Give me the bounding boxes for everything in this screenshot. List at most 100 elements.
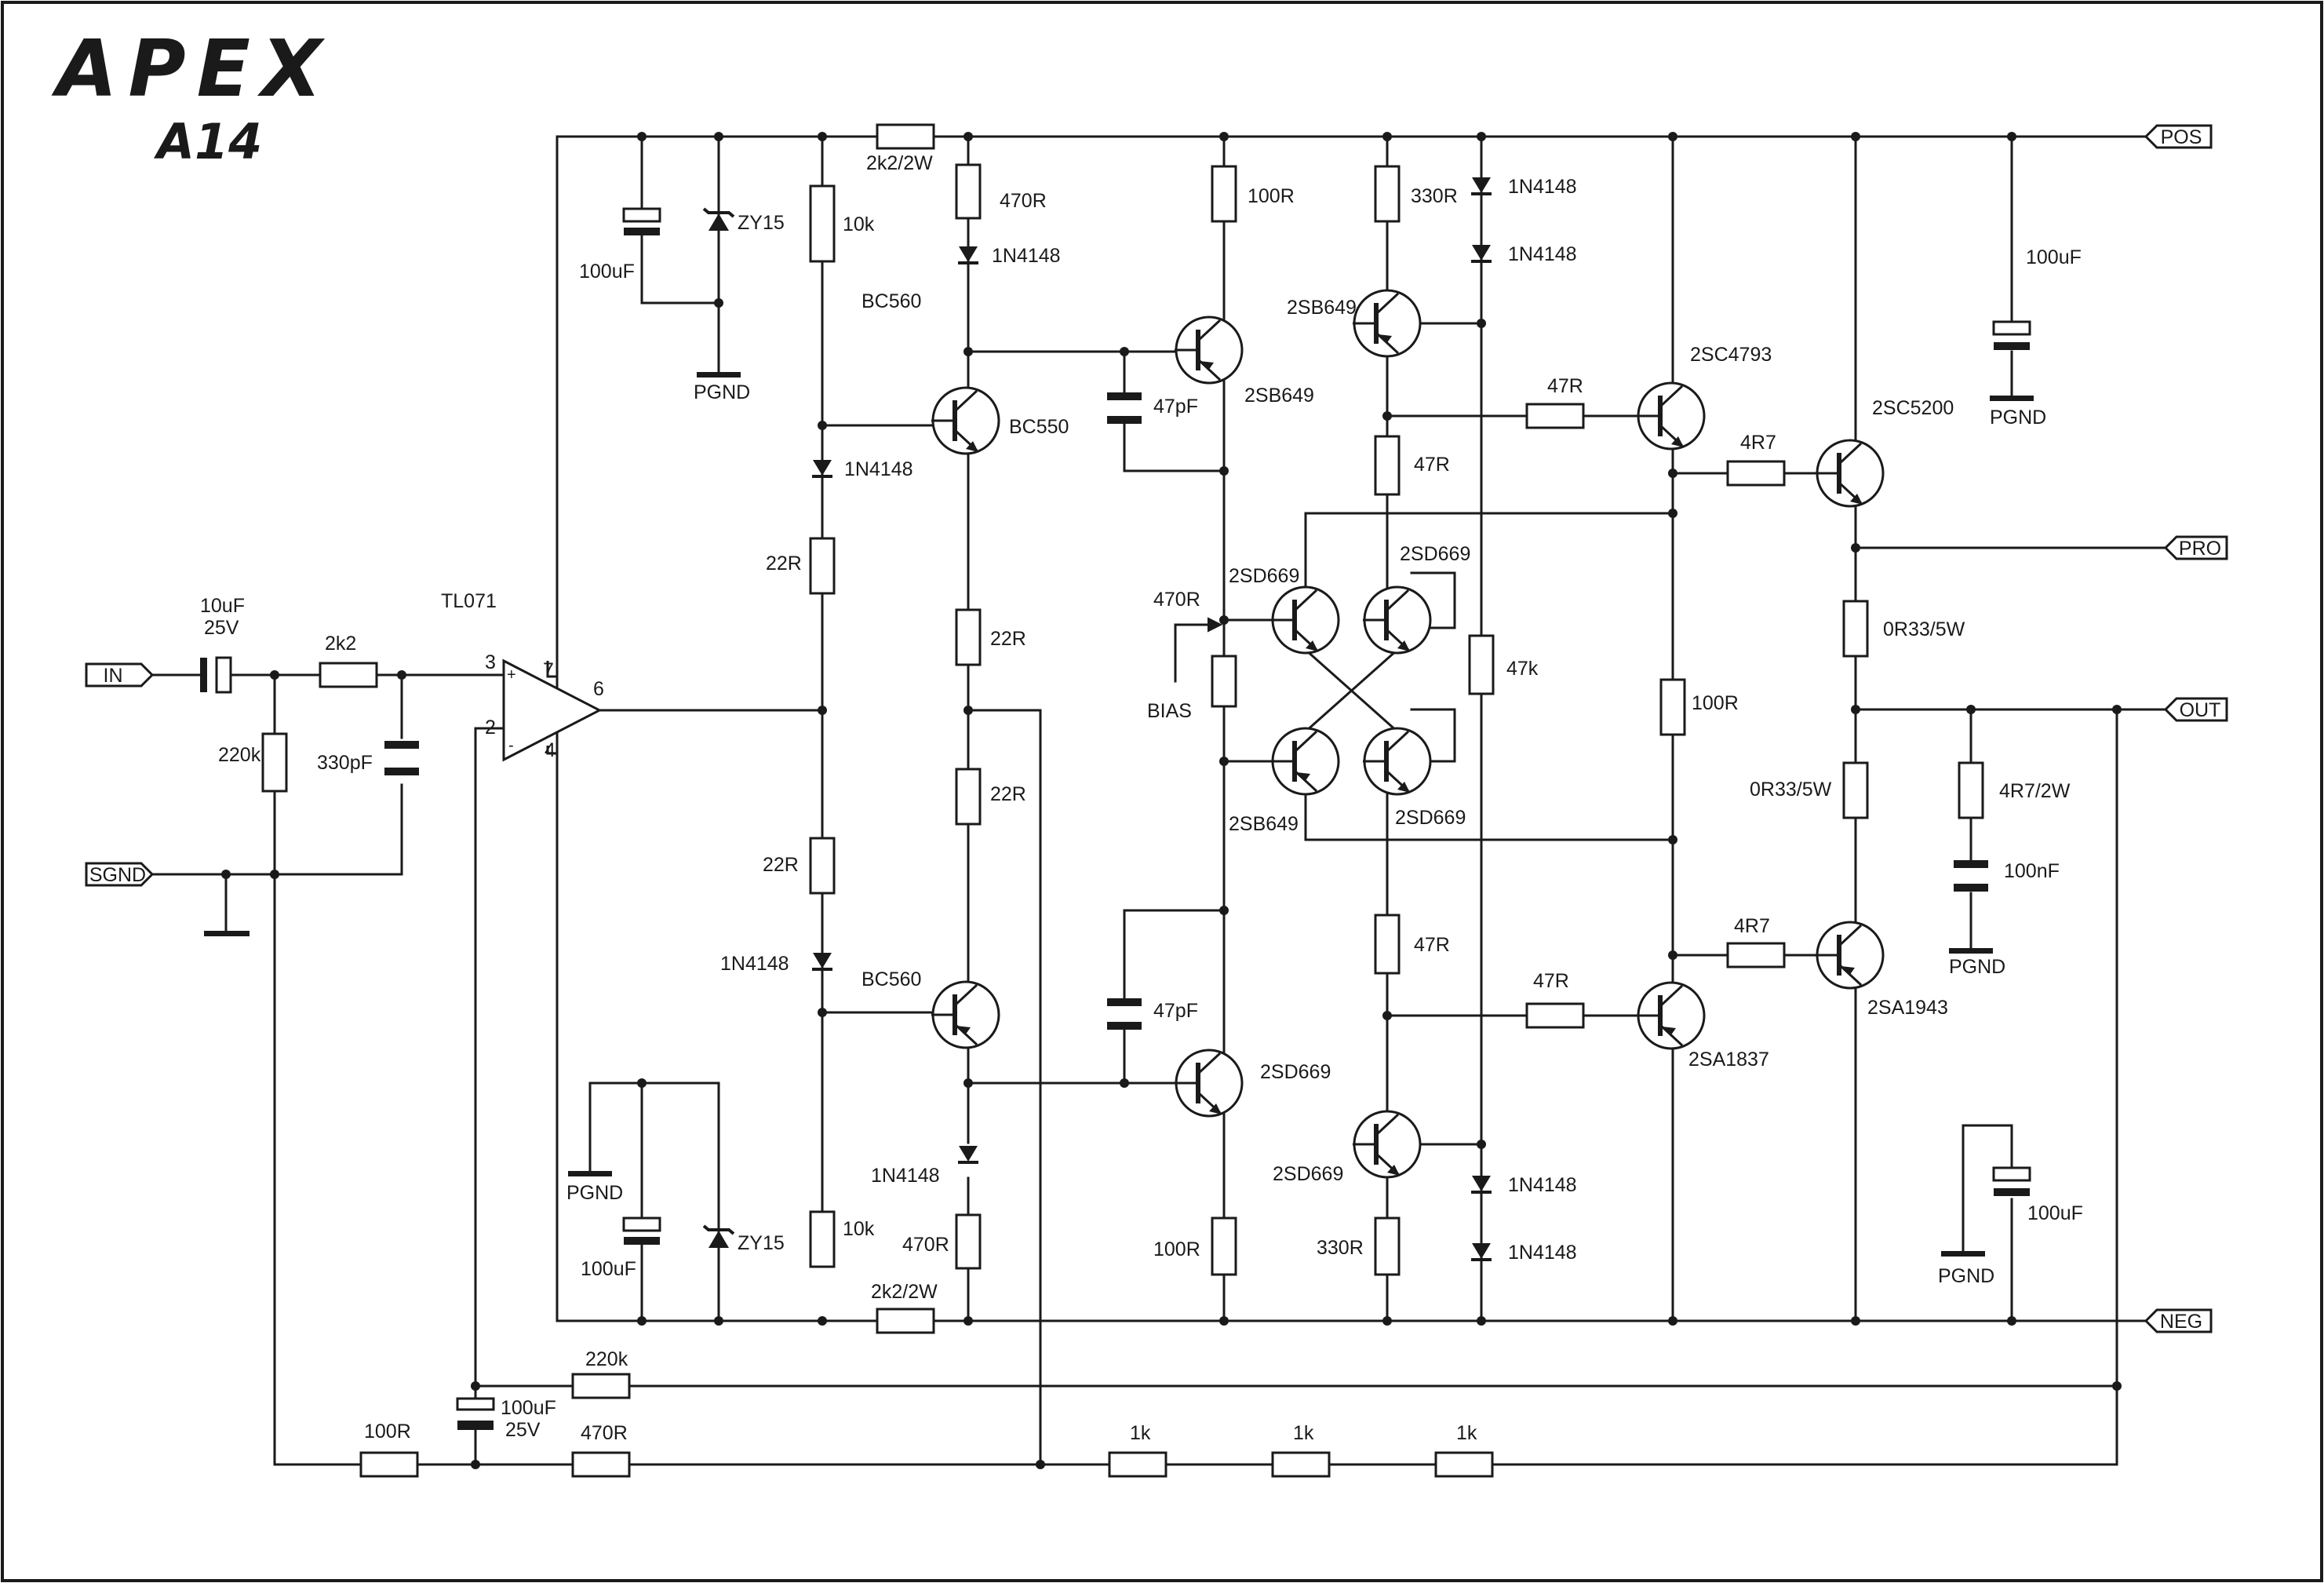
input-bias-res: 220k (218, 744, 261, 766)
feedback-res-mid: 470R (581, 1422, 628, 1444)
driver-q-2sd669-bottom: 2SD669 (1260, 1061, 1331, 1083)
opamp-plus-sign: + (507, 666, 516, 684)
input-cap-value: 10uF (200, 595, 245, 617)
capacitor (1107, 1022, 1142, 1030)
capacitor (1992, 320, 2031, 336)
output-gnd-zobel: PGND (1949, 956, 2005, 978)
supply-cap-top: 100uF (579, 261, 635, 283)
resistor (1211, 655, 1237, 708)
transistor-2sd669 (1353, 1111, 1420, 1177)
transistors (931, 290, 1883, 1177)
input-cap-voltage: 25V (204, 617, 239, 639)
driver-res-100r-top: 100R (1248, 185, 1295, 207)
input-filter-cap: 330pF (317, 752, 373, 774)
port-pro (2163, 535, 2228, 560)
vas-q-bc560-bottom: BC560 (861, 968, 921, 990)
junctions (221, 132, 2122, 1469)
output-res-4r7-top: 4R7 (1740, 432, 1776, 454)
capacitor (1107, 392, 1142, 400)
driver-bias-pot: 470R (1153, 589, 1200, 611)
vbe-q-left-top: 2SD669 (1229, 565, 1299, 587)
vas-res-10k-top: 10k (843, 213, 875, 235)
transistor-bc550 (931, 388, 999, 454)
capacitor (624, 228, 660, 235)
resistor (319, 662, 378, 688)
ground-symbol (204, 931, 250, 936)
capacitor (1994, 342, 2030, 350)
supply-gnd-bottom: PGND (566, 1182, 623, 1204)
capacitor (1992, 1166, 2031, 1182)
resistor (1659, 678, 1686, 736)
capacitor (384, 768, 419, 775)
capacitor (622, 207, 661, 223)
vas-diode-bottom2: 1N4148 (871, 1165, 940, 1187)
resistor (1842, 600, 1869, 658)
supply-gnd-top: PGND (694, 381, 750, 403)
supply-res-top: 2k2/2W (866, 152, 933, 174)
bias-wiper-arrow (1208, 617, 1223, 633)
output-res-47r-top: 47R (1547, 375, 1583, 397)
output-zobel-cap: 100nF (2004, 860, 2060, 882)
capacitor (384, 741, 419, 749)
resistor (1374, 165, 1401, 223)
resistor (1726, 460, 1786, 487)
feedback-res-1k-3: 1k (1456, 1422, 1477, 1444)
resistor (809, 1210, 836, 1268)
transistor-2sd669 (1363, 587, 1430, 653)
capacitor (1994, 1188, 2030, 1196)
diode (1470, 1242, 1493, 1261)
capacitor (624, 1237, 660, 1245)
predriver-diode-2: 1N4148 (1508, 243, 1577, 265)
vas-res-22r-3: 22R (990, 628, 1026, 650)
component-labels: TL071 3 2 7 4 6 + - 10uF 25V 2k2 220k 33… (200, 152, 2083, 1444)
opamp-pin-6: 6 (593, 678, 604, 700)
vbe-q-right-bottom: 2SD669 (1395, 807, 1466, 829)
output-res-100r: 100R (1692, 692, 1739, 714)
grounds (204, 372, 2034, 1257)
output-gnd-neg: PGND (1938, 1265, 1994, 1287)
driver-bias-label: BIAS (1147, 700, 1192, 722)
vbe-q-left-bottom: 2SB649 (1229, 813, 1299, 835)
vas-res-22r-2: 22R (763, 854, 799, 876)
port-pos-label: POS (2161, 126, 2202, 148)
resistor (1271, 1451, 1331, 1478)
resistor (1525, 1002, 1585, 1029)
resistor (1468, 634, 1495, 695)
diode (810, 458, 834, 478)
resistor (955, 1213, 982, 1270)
vas-q-top-label: BC560 (861, 290, 921, 312)
transistor-2sb649 (1175, 317, 1242, 383)
output-q-2sc4793: 2SC4793 (1690, 344, 1772, 366)
opamp-pin-2: 2 (485, 717, 496, 739)
output-q-2sa1837: 2SA1837 (1688, 1049, 1769, 1071)
opamp-pin-4: 4 (545, 739, 556, 761)
output-res-47r-bottom: 47R (1533, 970, 1569, 992)
driver-cap-47pf-bottom: 47pF (1153, 1000, 1198, 1022)
supply-zener-top: ZY15 (738, 212, 785, 234)
predriver-res-47r-a: 47R (1414, 454, 1450, 476)
feedback-res-ground: 100R (364, 1421, 411, 1443)
opamp-pin-7: 7 (543, 659, 554, 681)
vas-diode-top2: 1N4148 (992, 245, 1061, 267)
predriver-diode-1: 1N4148 (1508, 176, 1577, 198)
transistor-2sc4793 (1637, 383, 1704, 449)
opamp-minus-sign: - (508, 737, 514, 754)
capacitor (200, 658, 207, 692)
diode (956, 245, 980, 264)
predriver-q-2sb649: 2SB649 (1287, 297, 1357, 319)
transistor-2sc5200 (1816, 440, 1883, 506)
opamp-label: TL071 (441, 590, 497, 612)
predriver-diode-3: 1N4148 (1508, 1174, 1577, 1196)
diode (956, 1144, 980, 1164)
resistor (571, 1451, 631, 1478)
resistor (571, 1373, 631, 1399)
vas-q-bc550: BC550 (1009, 416, 1069, 438)
ground-symbol (697, 372, 741, 378)
output-q-2sc5200: 2SC5200 (1872, 397, 1954, 419)
resistor (1211, 165, 1237, 223)
zener-diode (702, 1224, 735, 1249)
zener-diode (702, 207, 735, 232)
port-neg-label: NEG (2160, 1311, 2202, 1333)
wires (151, 135, 2167, 1466)
